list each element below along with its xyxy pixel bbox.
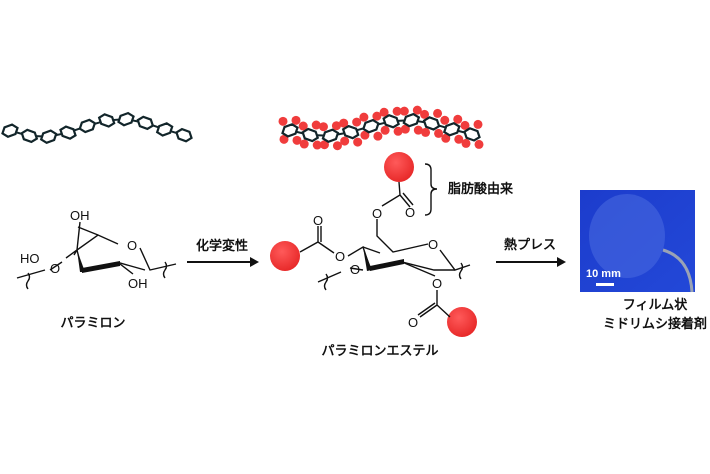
- fatty-acid-dot: [454, 134, 464, 144]
- tweezers: [662, 248, 694, 293]
- fatty-acid-dot: [393, 126, 403, 136]
- chemical-modification-arrow: 化学変性: [187, 238, 259, 267]
- fatty-acid-dot: [474, 139, 484, 149]
- fatty-acid-group-top: [384, 152, 414, 182]
- fatty-acid-dot: [460, 120, 470, 130]
- chemical-modification-label: 化学変性: [196, 238, 248, 254]
- glucose-ring-icon: [463, 127, 481, 142]
- fatty-acid-dot: [359, 112, 369, 122]
- glucose-ring-icon: [402, 112, 421, 128]
- fatty-acid-group-left: [270, 241, 300, 271]
- glucose-ring-icon: [97, 113, 116, 128]
- atom-o-ring: O: [127, 238, 137, 253]
- fatty-acid-dot: [312, 140, 322, 150]
- atom-o: O: [372, 206, 382, 221]
- paramylon-label: パラミロン: [60, 316, 125, 331]
- atom-o: O: [313, 213, 323, 228]
- film-label-line2: ミドリムシ接着剤: [603, 316, 707, 332]
- fatty-acid-dot: [360, 130, 370, 140]
- atom-o: O: [408, 315, 418, 330]
- heat-press-label: 熱プレス: [504, 237, 556, 253]
- fatty-acid-dot: [279, 134, 289, 144]
- fatty-acid-dot: [340, 136, 350, 146]
- glucose-ring-icon: [382, 113, 400, 129]
- fatty-acid-dot: [318, 122, 328, 132]
- atom-o: O: [335, 249, 345, 264]
- fatty-acid-dot: [412, 105, 422, 115]
- heat-press-arrow: 熱プレス: [496, 237, 566, 267]
- fatty-acid-dot: [298, 121, 308, 131]
- fatty-acid-dot: [453, 114, 463, 124]
- fatty-acid-dot: [339, 118, 349, 128]
- fatty-acid-dot: [434, 128, 444, 138]
- fatty-acid-dot: [331, 121, 341, 131]
- fatty-acid-dot: [353, 137, 363, 147]
- film-label-line1: フィルム状: [623, 297, 688, 313]
- fatty-acid-derived-label: 脂肪酸由来: [447, 181, 514, 197]
- atom-o: O: [405, 205, 415, 220]
- paramylon-ester-label: パラミロンエステル: [321, 344, 438, 359]
- fatty-acid-dot: [319, 140, 329, 150]
- fatty-acid-dot: [420, 109, 430, 119]
- fatty-acid-dot: [372, 111, 382, 121]
- glucose-ring-icon: [136, 115, 155, 131]
- fatty-acid-dot: [380, 125, 390, 135]
- scale-bar: [596, 283, 614, 286]
- fatty-acid-dot: [373, 131, 383, 141]
- atom-o: O: [432, 276, 442, 291]
- atom-oh-top: OH: [70, 208, 90, 223]
- paramylon-structure: OH HO O O OH パラミロン: [16, 208, 177, 331]
- glucose-ring-icon: [362, 118, 380, 134]
- fatty-acid-dot: [311, 120, 321, 130]
- fatty-acid-dot: [400, 124, 410, 134]
- fatty-acid-dot: [291, 115, 301, 125]
- adhesive-film-photo: 10 mm: [580, 190, 695, 293]
- fatty-acid-dot: [461, 138, 471, 148]
- glucose-ring-icon: [39, 129, 58, 144]
- glucose-ring-icon: [1, 123, 19, 138]
- glucose-ring-icon: [281, 123, 299, 138]
- fatty-acid-dot: [473, 119, 483, 129]
- film-disc: [589, 194, 665, 278]
- glucose-ring-icon: [301, 127, 320, 143]
- glucose-ring-icon: [442, 121, 461, 137]
- fatty-acid-dot: [433, 108, 443, 118]
- fatty-acid-dot: [413, 125, 423, 135]
- glucose-ring-icon: [78, 118, 97, 134]
- glucose-ring-icon: [341, 124, 360, 140]
- fatty-acid-dot: [292, 135, 302, 145]
- paramylon-chain-illustration: [1, 111, 193, 144]
- glucose-ring-icon: [20, 128, 39, 144]
- fatty-acid-group-bottom: [447, 307, 477, 337]
- glucose-ring-icon: [422, 116, 441, 131]
- glucose-ring-icon: [175, 127, 193, 143]
- glucose-ring-icon: [155, 122, 174, 137]
- fatty-acid-dot: [440, 115, 450, 125]
- fatty-acid-dot: [421, 127, 431, 137]
- fatty-acid-dot: [332, 141, 342, 151]
- atom-o-ring: O: [428, 237, 438, 252]
- fatty-acid-dot: [278, 116, 288, 126]
- glucose-ring-icon: [59, 125, 77, 140]
- fatty-acid-dot: [399, 106, 409, 116]
- atom-o-link: O: [50, 261, 60, 276]
- fatty-acid-dot: [352, 117, 362, 127]
- paramylon-ester-chain-illustration: [278, 105, 484, 151]
- atom-oh-bottom: OH: [128, 276, 148, 291]
- fatty-acid-dot: [299, 139, 309, 149]
- glucose-ring-icon: [117, 111, 135, 127]
- glucose-ring-icon: [321, 128, 340, 144]
- fatty-acid-dot: [441, 133, 451, 143]
- atom-o: O: [350, 262, 360, 277]
- atom-ho-left: HO: [20, 251, 40, 266]
- fatty-acid-dot: [392, 106, 402, 116]
- fatty-acid-dot: [379, 107, 389, 117]
- scale-label: 10 mm: [586, 268, 621, 280]
- paramylon-ester-structure: O O O O O O O O 脂肪酸由来 パラミロンエステル: [270, 152, 514, 359]
